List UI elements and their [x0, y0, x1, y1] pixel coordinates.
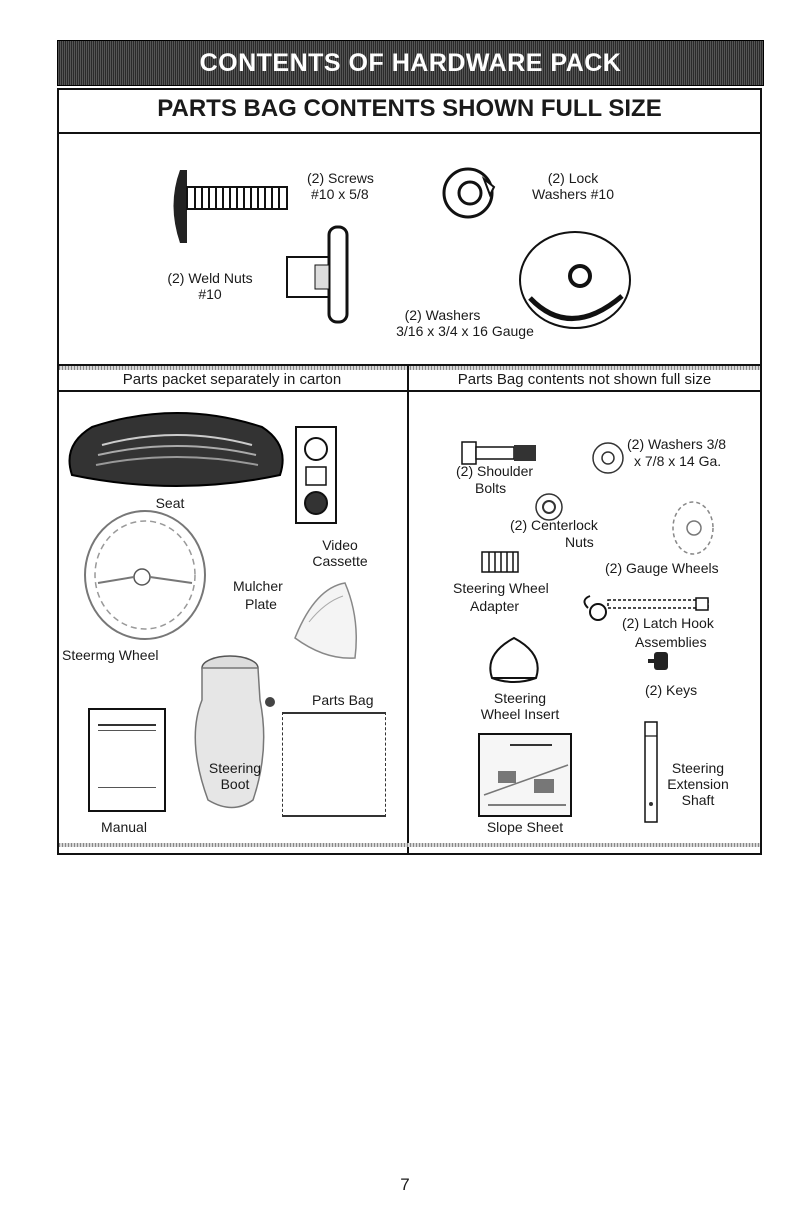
- key-illustration: [648, 652, 668, 670]
- hardware-frame: [57, 88, 762, 855]
- left-panel-heading: Parts packet separately in carton: [122, 371, 342, 388]
- lock-washers-label: (2) Lock Washers #10: [518, 170, 628, 202]
- washer-38-illustration: [592, 442, 624, 474]
- latch-hook-line1: (2) Latch Hook: [622, 615, 714, 631]
- subheading-divider: [57, 390, 762, 392]
- banner-title: CONTENTS OF HARDWARE PACK: [199, 49, 622, 77]
- latch-hook-line2: Assemblies: [635, 634, 707, 650]
- lock-washers-size: Washers #10: [532, 186, 614, 202]
- steering-wheel-insert-line2: Wheel Insert: [480, 706, 560, 722]
- steering-wheel-insert-line1: Steering: [493, 690, 547, 706]
- steering-wheel-illustration: [84, 510, 206, 640]
- washers-qty: (2) Washers: [404, 307, 481, 323]
- weld-nuts-qty: (2) Weld Nuts: [167, 270, 253, 286]
- section-shading: [59, 366, 760, 370]
- centerlock-nut-illustration: [535, 493, 563, 521]
- weld-nuts-label: (2) Weld Nuts #10: [140, 270, 280, 302]
- shoulder-bolt-illustration: [461, 441, 536, 465]
- steering-wheel-label: Steermg Wheel: [62, 647, 159, 663]
- steering-wheel-adapter-illustration: [481, 551, 519, 573]
- steering-extension-line3: Shaft: [681, 792, 715, 808]
- latch-hook-illustration: [583, 595, 709, 621]
- screw-illustration: [173, 170, 288, 243]
- steering-boot-line2: Boot: [220, 776, 250, 792]
- centerlock-nuts-line1: (2) Centerlock: [510, 517, 598, 533]
- steering-extension-line1: Steering: [671, 760, 725, 776]
- steering-extension-shaft-label: Steering Extension Shaft: [662, 760, 734, 808]
- video-label-line1: Video: [322, 537, 358, 553]
- gauge-wheel-illustration: [672, 501, 714, 555]
- washers-size: 3/16 x 3/4 x 16 Gauge: [396, 323, 534, 339]
- steering-extension-line2: Extension: [667, 776, 729, 792]
- page-number: 7: [400, 1175, 410, 1194]
- mulcher-plate-illustration: [294, 582, 357, 659]
- steering-wheel-adapter-line1: Steering Wheel: [453, 580, 549, 596]
- washer-illustration: [519, 231, 631, 329]
- seat-illustration: [68, 412, 284, 487]
- shoulder-bolts-line2: Bolts: [475, 480, 507, 496]
- page-banner: CONTENTS OF HARDWARE PACK: [57, 40, 764, 86]
- video-cassette-illustration: [295, 426, 337, 524]
- lock-washer-illustration: [442, 167, 496, 219]
- washers-38-line2: x 7/8 x 14 Ga.: [634, 453, 722, 469]
- manual-label: Manual: [101, 819, 147, 835]
- slope-sheet-illustration: [478, 733, 572, 817]
- full-size-heading: PARTS BAG CONTENTS SHOWN FULL SIZE: [57, 90, 762, 134]
- weld-nut-illustration: [286, 225, 349, 324]
- video-label-line2: Cassette: [312, 553, 368, 569]
- keys-label: (2) Keys: [645, 682, 698, 698]
- steering-boot-label: Steering Boot: [195, 760, 275, 792]
- steering-wheel-adapter-line2: Adapter: [470, 598, 520, 614]
- steering-extension-shaft-illustration: [644, 721, 658, 823]
- column-divider: [407, 366, 409, 853]
- lock-washers-qty: (2) Lock: [547, 170, 599, 186]
- right-panel-heading: Parts Bag contents not shown full size: [457, 371, 712, 388]
- slope-sheet-drawing: [483, 744, 569, 806]
- parts-bag-illustration: [282, 712, 386, 817]
- section-divider: [57, 364, 762, 366]
- steering-wheel-insert-label: Steering Wheel Insert: [470, 690, 570, 722]
- mulcher-label-line2: Plate: [245, 596, 277, 612]
- steering-wheel-insert-illustration: [489, 636, 539, 683]
- washers-38-line1: (2) Washers 3/8: [627, 436, 727, 452]
- video-cassette-label: Video Cassette: [295, 537, 385, 569]
- centerlock-nuts-line2: Nuts: [565, 534, 594, 550]
- screws-qty: (2) Screws: [307, 170, 374, 186]
- screws-label: (2) Screws #10 x 5/8: [307, 170, 374, 202]
- bottom-shading: [59, 843, 760, 847]
- parts-bag-label: Parts Bag: [312, 692, 374, 708]
- steering-boot-illustration: [194, 655, 275, 809]
- seat-label: Seat: [155, 495, 185, 511]
- weld-nuts-size: #10: [198, 286, 222, 302]
- steering-boot-line1: Steering: [208, 760, 262, 776]
- shoulder-bolts-line1: (2) Shoulder: [456, 463, 534, 479]
- mulcher-label-line1: Mulcher: [233, 578, 283, 594]
- gauge-wheels-label: (2) Gauge Wheels: [605, 560, 719, 576]
- screws-size: #10 x 5/8: [311, 186, 369, 202]
- slope-sheet-label: Slope Sheet: [486, 819, 564, 835]
- manual-illustration: [88, 708, 166, 812]
